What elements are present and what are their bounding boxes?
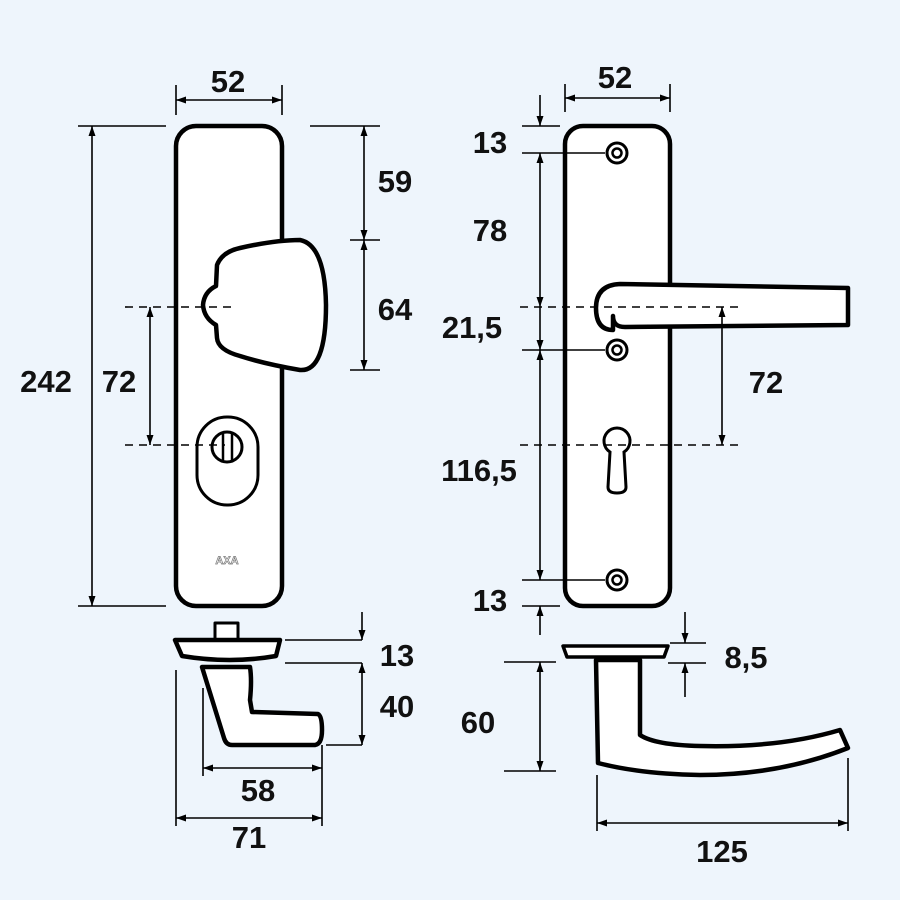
screw-icon	[605, 568, 629, 592]
dim-59: 59	[378, 164, 412, 199]
cylinder-escutcheon	[195, 415, 260, 507]
dim-8-5: 8,5	[724, 640, 767, 675]
dim-13: 13	[380, 638, 414, 673]
dim-64: 64	[378, 292, 413, 327]
dim-78: 78	[473, 213, 507, 248]
thumb-turn-icon	[210, 430, 244, 464]
dim-13-bottom: 13	[473, 583, 507, 618]
left-rose-profile	[172, 637, 283, 663]
dim-58: 58	[241, 773, 275, 808]
dim-71: 71	[232, 820, 266, 855]
dim-13-top: 13	[473, 125, 507, 160]
left-plate-view: AXA 52 242 72 59 64 13 40	[20, 64, 414, 855]
dim-width-52: 52	[211, 64, 245, 99]
dim-125: 125	[696, 834, 748, 869]
dim-center-72: 72	[102, 364, 136, 399]
screw-icon	[605, 338, 629, 362]
dim-center-72: 72	[749, 365, 783, 400]
dim-21-5: 21,5	[442, 310, 502, 345]
right-rose-profile	[561, 644, 670, 659]
dim-40: 40	[380, 689, 414, 724]
dim-height-242: 242	[20, 364, 72, 399]
axa-logo: AXA	[215, 555, 238, 567]
spindle	[213, 621, 240, 642]
dim-60: 60	[461, 705, 495, 740]
right-plate-view: 52 13 78 21,5 116,5 13 72 8,5 60 125	[441, 60, 851, 869]
dim-width-52: 52	[598, 60, 632, 95]
screw-icon	[605, 141, 629, 165]
fixed-knob	[200, 237, 329, 373]
left-handle-profile	[199, 664, 325, 748]
dim-116-5: 116,5	[441, 453, 517, 488]
left-backplate	[173, 123, 285, 609]
right-lever-profile	[593, 657, 851, 778]
right-backplate	[562, 123, 673, 609]
